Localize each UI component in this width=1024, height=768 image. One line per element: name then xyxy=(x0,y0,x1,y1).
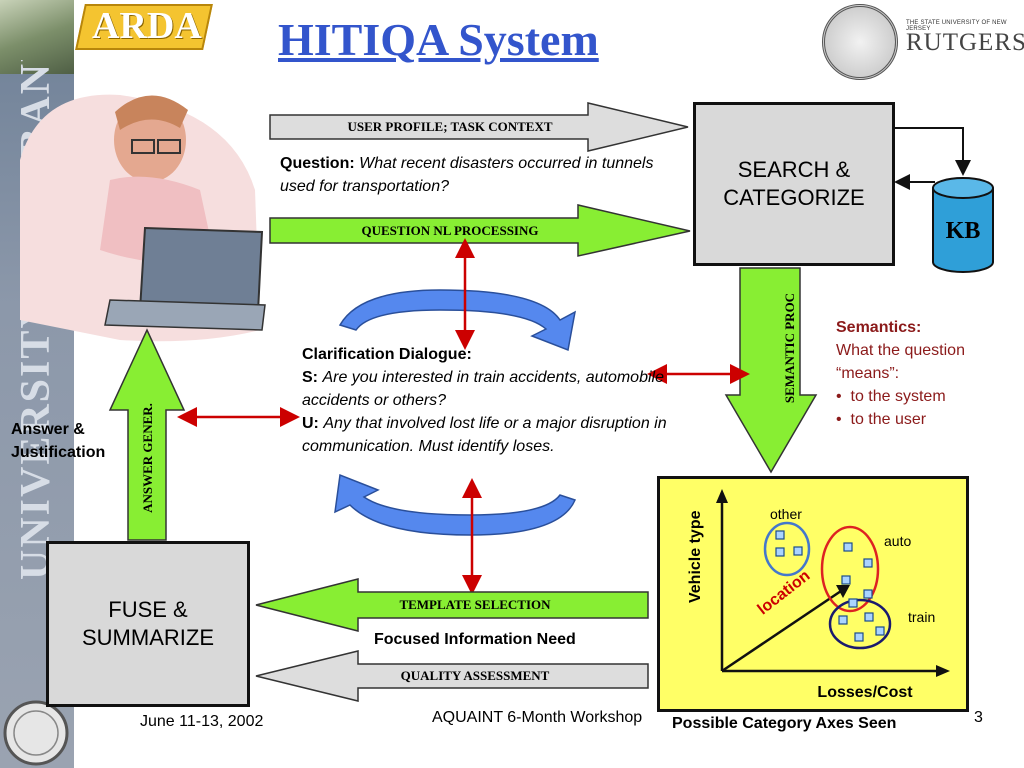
data-point-train-3 xyxy=(864,612,874,622)
campus-photo xyxy=(0,0,74,74)
slide-title: HITIQA System xyxy=(278,14,599,65)
kb-database-icon xyxy=(932,177,994,273)
semantics-line-2: “means”: xyxy=(836,365,900,382)
question-label: Question: xyxy=(280,155,355,172)
data-point-other-1 xyxy=(775,530,785,540)
quality-assessment-arrow xyxy=(255,650,649,702)
template-selection-label: TEMPLATE SELECTION xyxy=(399,597,551,612)
quality-assessment-label: QUALITY ASSESSMENT xyxy=(400,668,550,683)
semantic-proc-label: SEMANTIC PROC xyxy=(782,292,797,404)
data-point-train-2 xyxy=(838,615,848,625)
footer-date: June 11-13, 2002 xyxy=(140,713,264,730)
question-text: What recent disasters occurred in tunnel… xyxy=(280,155,654,195)
data-point-auto-3 xyxy=(841,575,851,585)
semantics-bullet-1: • to the system xyxy=(836,388,946,405)
data-point-auto-1 xyxy=(843,542,853,552)
university-seal xyxy=(822,4,898,80)
template-selection-arrow xyxy=(255,578,649,632)
user-at-computer-icon xyxy=(20,94,266,342)
footer-page-number: 3 xyxy=(974,709,983,726)
cluster-outline-other xyxy=(763,521,811,577)
data-point-train-4 xyxy=(875,626,885,636)
data-point-train-5 xyxy=(854,632,864,642)
question-nl-arrow xyxy=(269,204,691,257)
location-axis-arrowhead xyxy=(836,585,850,598)
user-utterance: Any that involved lost life or a major d… xyxy=(302,415,667,455)
x-axis-arrowhead xyxy=(936,665,950,677)
y-axis-arrowhead xyxy=(716,489,728,503)
user-profile-label: USER PROFILE; TASK CONTEXT xyxy=(347,119,553,134)
answer-justification-label: Answer & Justification xyxy=(11,421,106,461)
y-axis-label: Vehicle type xyxy=(687,510,704,604)
search-categorize-box: SEARCH & CATEGORIZE xyxy=(693,102,895,266)
question-nl-label: QUESTION NL PROCESSING xyxy=(361,223,539,238)
user-profile-arrow xyxy=(269,102,689,152)
system-utterance: Are you interested in train accidents, a… xyxy=(302,369,664,409)
cluster-label-train: train xyxy=(908,609,936,625)
kb-label: KB xyxy=(945,218,981,244)
semantics-bullet-2: • to the user xyxy=(836,411,927,428)
fuse-summarize-box: FUSE & SUMMARIZE xyxy=(46,541,250,707)
data-point-train-1 xyxy=(848,598,858,608)
semantics-line-1: What the question xyxy=(836,342,965,359)
cluster-label-auto: auto xyxy=(884,533,912,549)
clarification-dialogue: Clarification Dialogue: S: Are you inter… xyxy=(302,343,682,483)
system-label: S: xyxy=(302,369,318,386)
rutgers-logo: RUTGERS xyxy=(906,29,1024,56)
answer-gener-arrow xyxy=(108,328,186,541)
data-point-auto-4 xyxy=(863,589,873,599)
data-point-other-3 xyxy=(793,546,803,556)
category-axes-chart: Vehicle type Losses/Cost location other … xyxy=(657,476,969,712)
rutgers-tagline: THE STATE UNIVERSITY OF NEW JERSEY xyxy=(906,20,1007,32)
location-axis-line xyxy=(721,587,845,673)
cycle-top-arrow xyxy=(338,289,577,352)
answer-gener-label: ANSWER GENER. xyxy=(140,403,155,513)
dialogue-title: Clarification Dialogue: xyxy=(302,346,472,363)
semantics-block: Semantics: What the question “means”: • … xyxy=(836,316,1016,436)
chart-caption: Possible Category Axes Seen xyxy=(672,715,897,732)
cycle-bottom-arrow xyxy=(334,473,577,536)
cluster-outline-train xyxy=(828,598,892,650)
semantic-proc-arrow xyxy=(724,267,818,474)
category-axes-plot xyxy=(716,489,950,677)
cluster-label-other: other xyxy=(770,506,802,522)
footer-event: AQUAINT 6-Month Workshop xyxy=(432,709,643,726)
data-point-auto-2 xyxy=(863,558,873,568)
search-to-kb-connector xyxy=(893,127,971,176)
arda-logo: ARDA xyxy=(92,5,202,47)
question-block: Question: What recent disasters occurred… xyxy=(280,152,670,200)
focused-need-label: Focused Information Need xyxy=(374,631,576,648)
data-point-other-2 xyxy=(775,547,785,557)
cluster-outline-auto xyxy=(820,525,880,613)
x-axis-label: Losses/Cost xyxy=(817,684,913,701)
semantics-title: Semantics: xyxy=(836,319,922,336)
user-label: U: xyxy=(302,415,319,432)
